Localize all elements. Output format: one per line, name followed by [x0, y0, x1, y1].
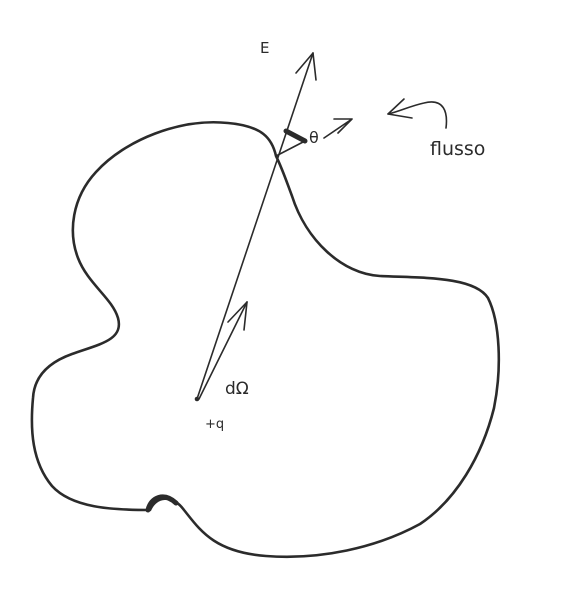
solid-angle-arrowhead — [227, 301, 248, 331]
surface-element — [283, 128, 308, 144]
normal-vector-arrow — [323, 118, 353, 139]
point-charge-dot — [194, 396, 200, 402]
solid-angle-line — [198, 301, 248, 400]
e-field-arrowhead — [295, 52, 317, 81]
closed-surface — [30, 121, 501, 559]
e-field-label: E — [260, 39, 269, 57]
normal-line — [275, 140, 306, 157]
surface-notch — [145, 494, 179, 513]
flux-label: flusso — [430, 138, 485, 160]
radial-line — [196, 52, 314, 400]
theta-label: θ — [309, 128, 319, 147]
flux-arrowhead — [387, 98, 413, 119]
flux-arrow — [387, 101, 448, 129]
charge-label: +q — [205, 417, 224, 432]
solid-angle-label: dΩ — [225, 379, 249, 399]
